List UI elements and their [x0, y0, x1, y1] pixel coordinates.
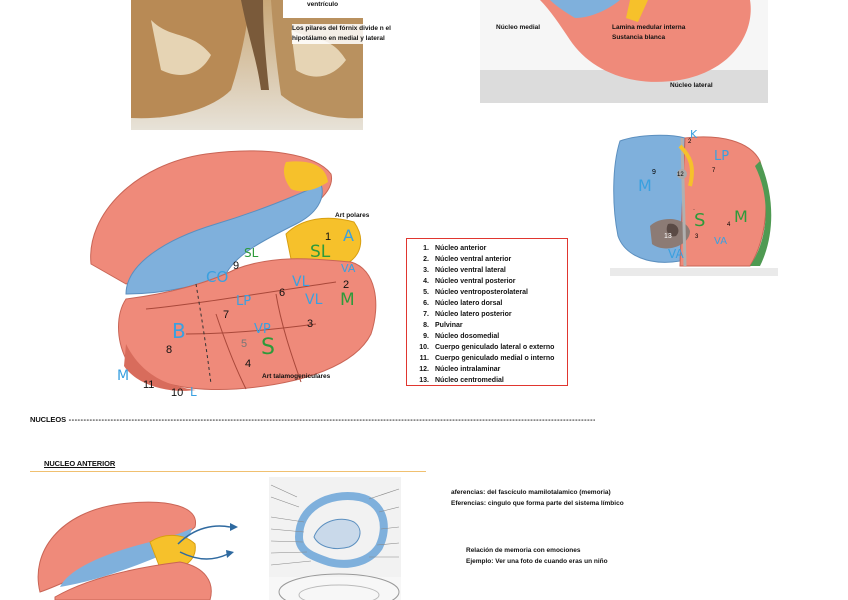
hand-label-co-right: VL — [292, 274, 310, 290]
thalamus-main-figure: 1 2 3 4 5 6 7 8 9 10 11 Art polares Art … — [86, 144, 386, 404]
number-1: 1 — [325, 231, 332, 243]
label-nucleo-lateral: Núcleo lateral — [670, 82, 713, 89]
text-ejemplo: Ejemplo: Ver una foto de cuando eras un … — [466, 558, 608, 565]
number-9: 9 — [233, 260, 240, 272]
thalamus-section-figure: Núcleo medial Lamina medular interna Sus… — [480, 0, 768, 103]
heading-nucleo-anterior: NUCLEO ANTERIOR — [44, 459, 116, 468]
number-3: 3 — [307, 318, 314, 330]
number-11: 11 — [143, 379, 155, 391]
legend-item: 2.Núcleo ventral anterior — [423, 256, 512, 263]
label-lamina-medular: Lamina medular interna — [612, 24, 686, 31]
hand-label-m-right: M — [340, 290, 355, 310]
number-7: 7 — [223, 309, 230, 321]
cs-num-1-marker: · — [693, 207, 695, 213]
cs-hand-va: VA — [714, 236, 727, 247]
legend-item: 5.Núcleo ventroposterolateral — [423, 289, 528, 296]
legend-item: 9.Núcleo dosomedial — [423, 333, 500, 340]
brain-slice-illustration — [131, 0, 363, 130]
legend-item: 4.Núcleo ventral posterior — [423, 278, 516, 285]
label-art-polares: Art polares — [335, 212, 370, 219]
text-relacion: Relación de memoria con emociones — [466, 547, 581, 554]
hand-label-co: CO — [206, 268, 229, 286]
hand-label-sl-top: SL — [244, 246, 259, 260]
legend-item: 11.Cuerpo geniculado medial o interno — [419, 355, 555, 362]
number-5: 5 — [241, 338, 248, 350]
cs-hand-lp: LP — [714, 149, 729, 164]
legend-item: 13.Núcleo centromedial — [419, 377, 504, 384]
divider-line — [30, 471, 426, 472]
legend-item: 10.Cuerpo geniculado lateral o externo — [419, 344, 555, 351]
number-6: 6 — [279, 287, 286, 299]
hand-label-sl: SL — [310, 242, 331, 262]
cross-section-illustration: 9 12 2 7 13 3 4 · M LP K S M VA VA — [610, 126, 778, 276]
hand-label-lp: LP — [236, 294, 252, 309]
number-4: 4 — [245, 358, 252, 370]
limbic-system-diagram — [269, 477, 401, 600]
cs-num-4: 4 — [727, 222, 731, 228]
hand-label-s: S — [261, 335, 275, 360]
nucleus-legend: 1.Núcleo anterior 2.Núcleo ventral anter… — [406, 238, 568, 386]
thalamus-3d-illustration — [90, 150, 377, 391]
number-8: 8 — [166, 344, 173, 356]
limbic-system-illustration — [269, 477, 401, 600]
text-aferencias: aferencias: del fascículo mamilotalamico… — [451, 489, 611, 496]
cs-num-12: 12 — [677, 172, 684, 178]
hand-label-l: L — [190, 385, 197, 399]
hand-label-vp: VP — [254, 322, 271, 337]
cs-num-3: 3 — [695, 234, 699, 240]
caption-ventriculo: ventrículo — [307, 1, 339, 8]
cs-hand-m: M — [638, 176, 652, 195]
legend-item: 12.Núcleo intralaminar — [419, 366, 501, 373]
hand-label-va: VA — [341, 262, 356, 275]
cs-num-7: 7 — [712, 168, 716, 174]
thalamus-cross-section: 9 12 2 7 13 3 4 · M LP K S M VA VA — [610, 126, 778, 276]
cs-hand-m-green: M — [734, 207, 748, 226]
cs-num-9: 9 — [652, 169, 656, 176]
hand-label-a: A — [343, 226, 354, 245]
number-2: 2 — [343, 279, 350, 291]
brain-slice-photo: ventrículo — [131, 0, 363, 130]
label-nucleo-medial: Núcleo medial — [496, 24, 541, 31]
hand-label-vl: VL — [305, 292, 323, 308]
hand-label-b: B — [172, 319, 186, 343]
label-art-talamogeniculares: Art talamogeniculares — [262, 373, 331, 380]
cs-hand-s: S — [694, 210, 705, 231]
cs-hand-k: K — [690, 128, 698, 141]
legend-item: 7.Núcleo latero posterior — [423, 311, 512, 318]
legend-item: 1.Núcleo anterior — [423, 245, 487, 252]
cs-num-13: 13 — [664, 233, 672, 240]
anterior-nucleus-illustration — [37, 501, 238, 600]
caption-fornix: Los pilares del fórnix divide n el hipot… — [292, 24, 410, 44]
text-eferencias: Eferencias: cingulo que forma parte del … — [451, 500, 624, 507]
thalamus-section-illustration — [480, 0, 768, 103]
hand-label-m-left: M — [117, 368, 130, 384]
cs-hand-ve: VA — [668, 247, 684, 261]
legend-item: 3.Núcleo ventral lateral — [423, 267, 506, 274]
anterior-nucleus-figure — [30, 482, 250, 600]
legend-item: 8.Pulvinar — [423, 322, 463, 329]
cs-num-2: 2 — [688, 139, 692, 145]
legend-item: 6.Núcleo latero dorsal — [423, 300, 503, 307]
label-sustancia-blanca: Sustancia blanca — [612, 34, 666, 41]
section-title-nucleos: NUCLEOS --------------------------------… — [30, 415, 595, 424]
number-10: 10 — [171, 387, 184, 399]
